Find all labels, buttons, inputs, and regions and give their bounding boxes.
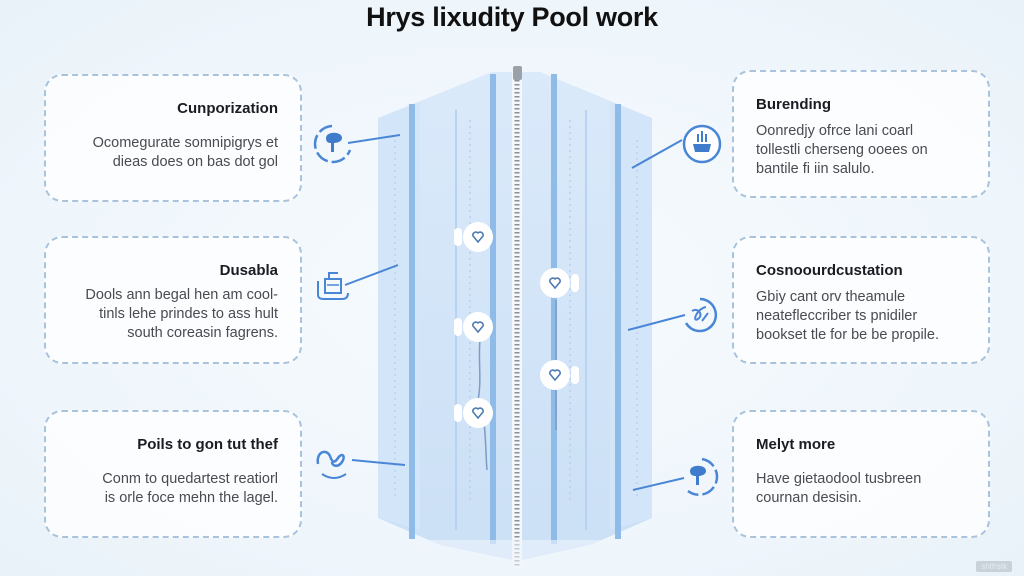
card-desc-line: bookset tle for be be propile. [756,327,939,343]
info-card-melyt-more: Melyt more Have gietaodool tusbreen cour… [732,410,990,538]
card-desc-line: Ocomegurate somnipigrys et [92,135,278,151]
card-title: Cosnoourdcustation [756,262,903,279]
card-desc-line: Gbiy cant orv theamule [756,289,906,305]
heart-node [454,312,493,342]
card-title: Poils to gon tut thef [137,436,278,453]
tree-icon [313,124,352,164]
card-title: Dusabla [219,262,278,279]
card-desc-line: Oonredjy ofrce lani coarl [756,123,914,139]
diagram-title: Hrys lixudity Pool work [366,2,658,32]
card-description: Have gietaodool tusbreen cournan desisin… [756,470,921,508]
fountain-icon [682,124,722,164]
knot-icon [684,297,718,333]
card-desc-line: south coreasin fagrens. [127,325,278,341]
info-card-cosnoourdcustation: Cosnoourdcustation Gbiy cant orv theamul… [732,236,990,364]
card-desc-line: Dools ann begal hen am cool- [85,287,278,303]
card-desc-line: Conm to quedartest reatiorl [102,471,278,487]
info-card-dusabla: Dusabla Dools ann begal hen am cool- tin… [44,236,302,364]
card-title: Melyt more [756,436,836,453]
card-description: Dools ann begal hen am cool- tinls lehe … [85,286,278,343]
zipper-pull [513,66,522,80]
heart-node [540,268,579,298]
heart-node [454,222,493,252]
info-card-poils: Poils to gon tut thef Conm to quedartest… [44,410,302,538]
card-description: Gbiy cant orv theamule neatefleccriber t… [756,288,939,345]
card-desc-line: dieas does on bas dot gol [112,154,278,170]
pool-left-panel [378,72,512,560]
card-desc-line: tinls lehe prindes to ass hult [99,306,278,322]
connectors [344,134,686,491]
heart-node [454,398,493,428]
info-card-cunporization: Cunporization Ocomegurate somnipigrys et… [44,74,302,202]
card-title: Burending [756,96,831,113]
card-title: Cunporization [177,100,278,117]
card-desc-line: Have gietaodool tusbreen [756,471,922,487]
swirl-icon [316,450,347,479]
card-desc-line: bantile fi iin salulo. [756,161,875,177]
card-desc-line: neatefleccriber ts pnidiler [756,308,918,324]
info-card-burending: Burending Oonredjy ofrce lani coarl toll… [732,70,990,198]
card-desc-line: tollestli cherseng ooees on [756,142,928,158]
basket-icon [317,272,349,300]
heart-node [540,360,579,390]
card-description: Oonredjy ofrce lani coarl tollestli cher… [756,122,928,179]
pool-right-panel [522,72,652,560]
watermark: shtfrstk [976,561,1012,572]
card-description: Conm to quedartest reatiorl is orle foce… [102,470,278,508]
card-desc-line: is orle foce mehn the lagel. [104,490,278,506]
card-description: Ocomegurate somnipigrys et dieas does on… [93,134,278,172]
tree-icon [687,457,719,496]
card-desc-line: cournan desisin. [756,490,862,506]
zipper [512,66,522,570]
